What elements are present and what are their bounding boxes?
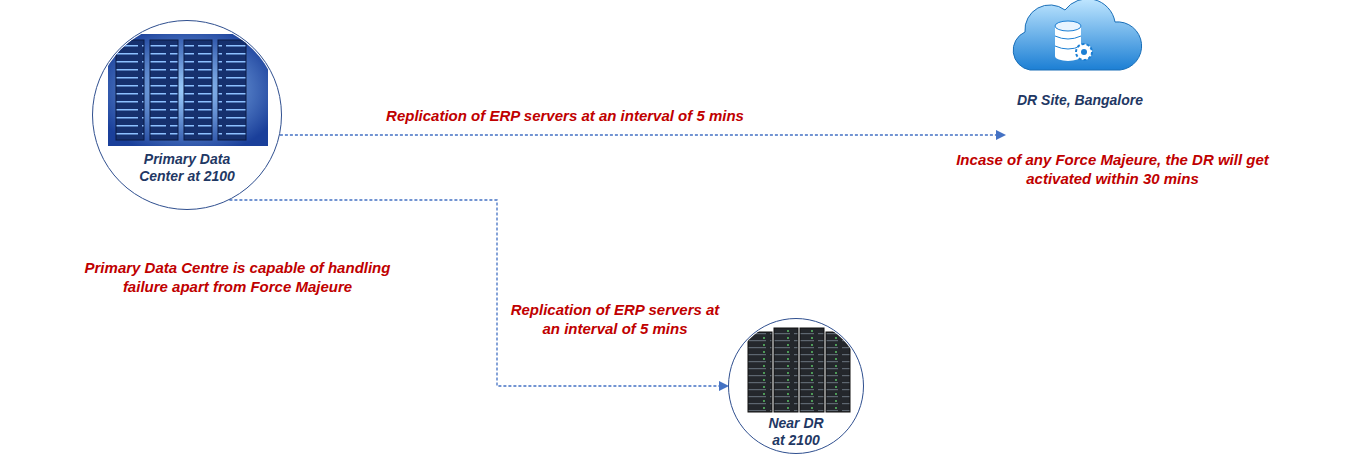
node-title: Primary Data Center at 2100 — [130, 151, 245, 185]
label-holder: Replication of ERP servers at an interva… — [505, 300, 725, 338]
server-rack — [826, 332, 850, 412]
dr-site-cloud: DR Site, Bangalore — [1005, 0, 1155, 140]
note-text: Primary Data Centre is capable of handli… — [60, 258, 415, 296]
label-holder: Replication of ERP servers at an interva… — [335, 106, 795, 125]
server-rack — [150, 40, 178, 140]
server-rack — [184, 40, 212, 140]
cloud-shape — [1013, 0, 1141, 70]
server-rack — [748, 332, 772, 412]
server-rack — [116, 40, 144, 140]
database-top — [1055, 21, 1081, 31]
note-text: Incase of any Force Majeure, the DR will… — [935, 150, 1290, 188]
gear-icon — [1076, 44, 1092, 60]
edge-label: Replication of ERP servers at an interva… — [505, 300, 725, 338]
gear-hub — [1081, 49, 1087, 55]
server-rack — [774, 328, 798, 412]
node-title: Near DR at 2100 — [761, 415, 831, 449]
node-title: DR Site, Bangalore — [1005, 92, 1155, 109]
server-rack — [800, 328, 824, 412]
label-holder: Incase of any Force Majeure, the DR will… — [935, 150, 1290, 188]
near-dr-server-picture — [748, 328, 850, 412]
near-dr-circle: Near DR at 2100 — [728, 318, 864, 454]
database-rings — [1055, 36, 1081, 49]
primary-server-picture — [108, 34, 268, 146]
server-room-glow — [108, 34, 268, 146]
edge-label: Replication of ERP servers at an interva… — [335, 106, 795, 125]
cloud-icon — [1013, 0, 1141, 70]
server-rack — [218, 40, 246, 140]
primary-datacenter-circle: Primary Data Center at 2100 — [92, 20, 282, 210]
replication-connector — [280, 134, 1005, 135]
label-holder: Primary Data Centre is capable of handli… — [60, 258, 415, 296]
